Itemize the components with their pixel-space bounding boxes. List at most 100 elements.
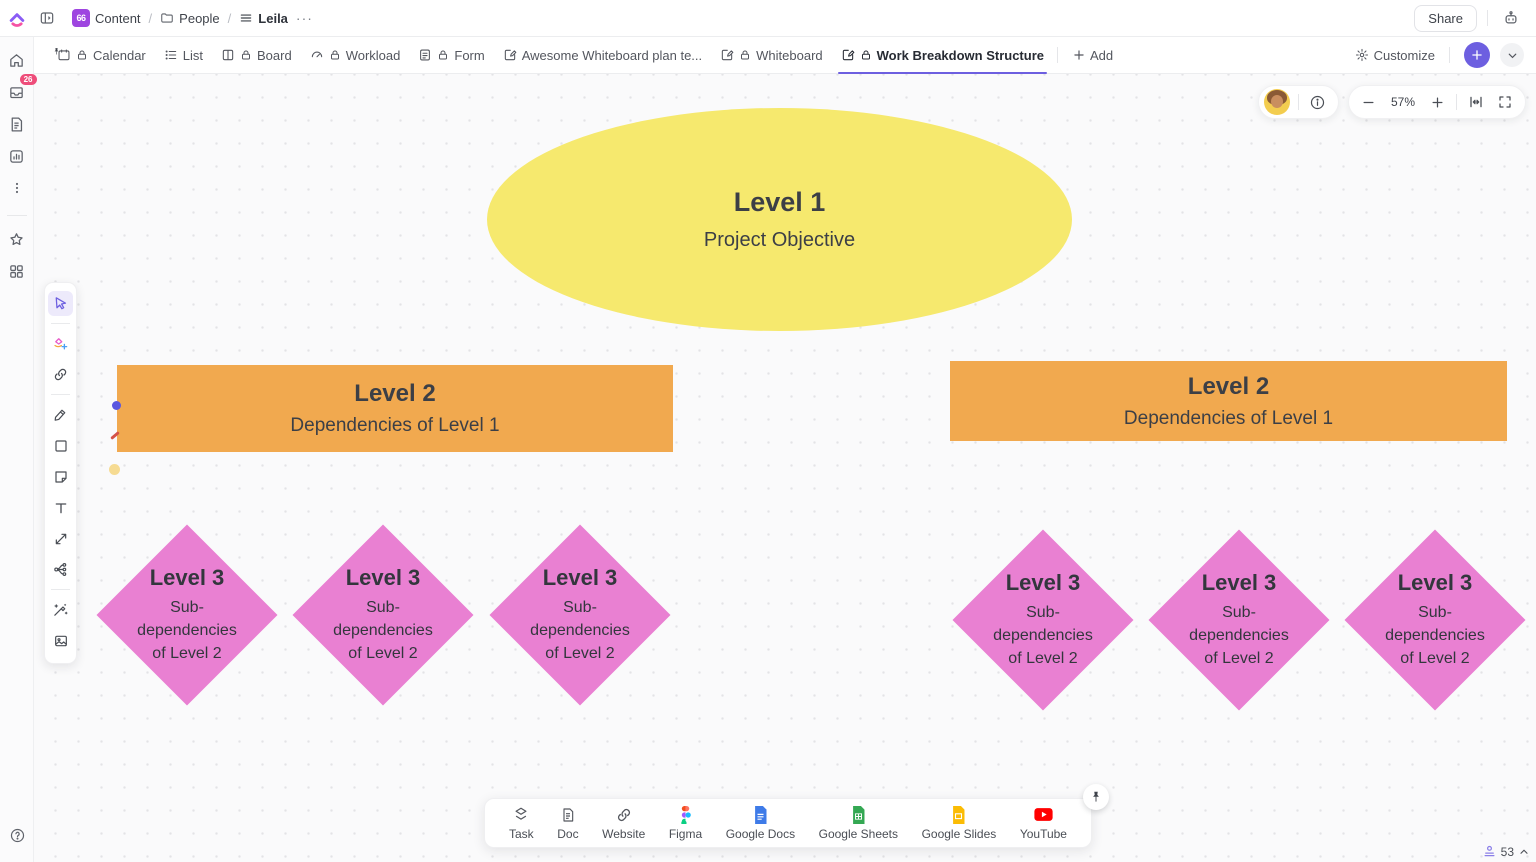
sticky-note-tool[interactable] (48, 464, 73, 489)
dock-item-youtube[interactable]: YouTube (1020, 806, 1067, 841)
new-item-button[interactable] (1464, 42, 1490, 68)
collaborator-avatar[interactable] (1264, 89, 1290, 115)
divider (51, 589, 70, 590)
shape-level2-rect[interactable]: Level 2 Dependencies of Level 1 (950, 361, 1507, 441)
dock-item-label: Doc (557, 826, 579, 841)
shape-tool[interactable] (48, 433, 73, 458)
sidebar-favorites-button[interactable] (4, 226, 30, 252)
shape-line2: of Level 2 (1400, 650, 1470, 667)
tab-list[interactable]: List (155, 37, 212, 73)
dock-item-task[interactable]: Task (509, 806, 534, 841)
tab-label: Work Breakdown Structure (876, 47, 1044, 63)
mind-map-tool[interactable] (48, 557, 73, 582)
shape-line2: of Level 2 (1204, 650, 1274, 667)
dock-item-website[interactable]: Website (602, 806, 645, 841)
breadcrumb-view[interactable]: Leila (239, 11, 288, 26)
shape-line1: Sub-dependencies (1385, 604, 1485, 644)
whiteboard-icon (841, 48, 855, 62)
dock-item-google-sheets[interactable]: Google Sheets (819, 805, 898, 841)
breadcrumb-space[interactable]: 66 Content (72, 9, 141, 27)
share-button[interactable]: Share (1414, 4, 1477, 32)
shapes-plus-icon (53, 337, 67, 350)
chevron-up-icon (1520, 848, 1528, 854)
dock-item-doc[interactable]: Doc (557, 806, 579, 841)
tab-workload[interactable]: Workload (301, 37, 410, 73)
sidebar-home-button[interactable] (4, 47, 30, 73)
lock-icon (437, 49, 449, 61)
list-icon (164, 48, 178, 62)
tab-whiteboard[interactable]: Whiteboard (711, 37, 831, 73)
zoom-in-button[interactable] (1428, 93, 1447, 112)
dock-item-label: Figma (668, 826, 703, 841)
tab-awesome-whiteboard-plan-te[interactable]: Awesome Whiteboard plan te... (494, 37, 711, 73)
insert-elements-tool[interactable] (48, 331, 73, 356)
sidebar-apps-button[interactable] (4, 258, 30, 284)
expand-icon (1499, 96, 1511, 108)
dock-item-label: YouTube (1019, 826, 1067, 841)
pushpin-icon (1093, 791, 1099, 802)
divider (51, 323, 70, 324)
breadcrumb-more-button[interactable]: ··· (295, 10, 313, 26)
website-icon (615, 806, 633, 824)
info-icon (1310, 95, 1325, 109)
sidebar-more-button[interactable] (4, 175, 30, 201)
image-tool[interactable] (48, 628, 73, 653)
sidebar-dashboards-button[interactable] (4, 143, 30, 169)
pen-tool[interactable] (48, 402, 73, 427)
clickup-logo[interactable] (4, 5, 30, 31)
text-tool[interactable] (48, 495, 73, 520)
dock-item-google-docs[interactable]: Google Docs (726, 805, 795, 841)
new-item-dropdown-button[interactable] (1500, 43, 1524, 67)
lock-icon (76, 49, 88, 61)
lock-icon (329, 49, 341, 61)
fullscreen-button[interactable] (1495, 92, 1515, 112)
star-icon (10, 232, 23, 245)
tab-form[interactable]: Form (409, 37, 493, 73)
link-tool[interactable] (48, 362, 73, 387)
info-button[interactable] (1307, 92, 1328, 113)
fit-to-width-button[interactable] (1466, 92, 1486, 112)
dock-item-google-slides[interactable]: Google Slides (922, 805, 996, 841)
presence-pill (1258, 85, 1339, 119)
sidebar-docs-button[interactable] (4, 111, 30, 137)
add-view-button[interactable]: Add (1062, 48, 1123, 63)
customize-button[interactable]: Customize (1355, 48, 1435, 63)
link-icon (54, 368, 67, 381)
dock-pin-button[interactable] (1083, 784, 1109, 810)
zoom-level[interactable]: 57% (1390, 95, 1416, 109)
connector-tool[interactable] (48, 526, 73, 551)
sidebar-toggle-icon[interactable] (34, 5, 60, 31)
ai-assistant-icon[interactable] (1498, 5, 1524, 31)
breadcrumb-folder[interactable]: People (160, 11, 220, 26)
shape-level2-rect[interactable]: Level 2 Dependencies of Level 1 (117, 365, 673, 452)
zoom-out-button[interactable] (1359, 93, 1378, 112)
divider (1487, 10, 1488, 26)
chevron-down-icon (1508, 53, 1516, 58)
online-count[interactable]: 53 (1482, 844, 1530, 859)
whiteboard-canvas[interactable]: Level 1 Project Objective Level 2 Depend… (34, 74, 1536, 862)
form-icon (418, 48, 432, 62)
ai-magic-tool[interactable] (48, 597, 73, 622)
select-tool[interactable] (48, 291, 73, 316)
dock-item-figma[interactable]: Figma (668, 805, 703, 841)
sidebar-inbox-button[interactable]: 26 (4, 74, 37, 105)
help-button[interactable] (4, 822, 30, 848)
gsheets-icon (851, 805, 866, 824)
shape-level1-ellipse[interactable]: Level 1 Project Objective (487, 108, 1072, 331)
tab-board[interactable]: Board (212, 37, 301, 73)
tab-calendar[interactable]: Calendar (48, 37, 155, 73)
square-icon (54, 439, 67, 452)
pinned-icon (52, 44, 61, 59)
image-icon (54, 635, 67, 646)
shape-subtitle: Dependencies of Level 1 (1123, 407, 1334, 429)
tab-work-breakdown-structure[interactable]: Work Breakdown Structure (832, 37, 1053, 74)
workload-icon (310, 48, 324, 62)
tab-label: Form (454, 47, 485, 63)
